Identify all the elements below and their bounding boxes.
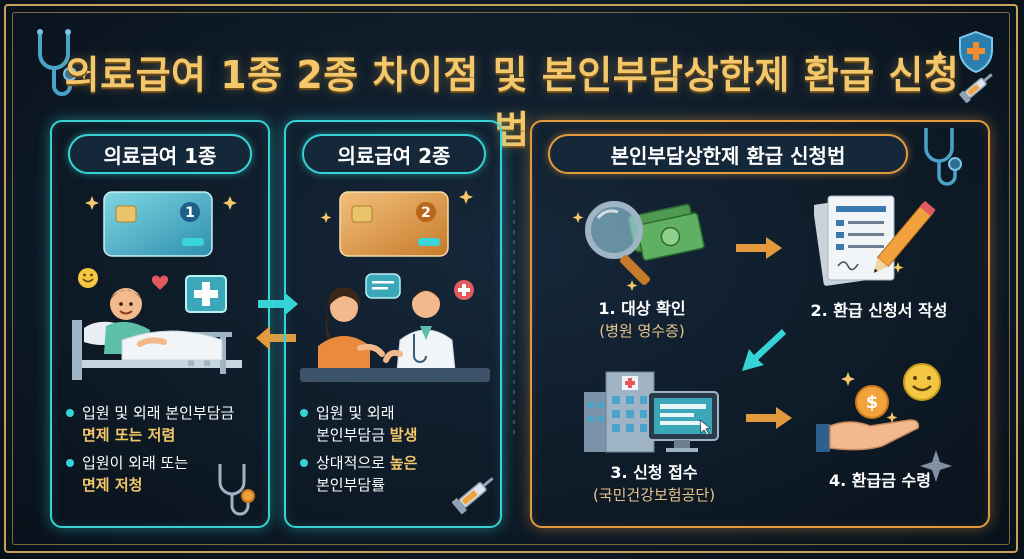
tier2-bullet-2-text: 상대적으로 bbox=[316, 454, 386, 472]
tier2-bullet-1-highlight: 발생 bbox=[389, 426, 418, 444]
step-3: 3. 신청 접수 (국민건강보험공단) bbox=[574, 462, 734, 506]
hospital-building-icon bbox=[584, 371, 719, 453]
refund-header: 본인부담상한제 환급 신청법 bbox=[548, 134, 908, 174]
divider bbox=[513, 200, 515, 440]
tier2-bullet-2-line2: 본인부담률 bbox=[316, 476, 386, 494]
tier2-bullets: 입원 및 외래 본인부담금 발생 상대적으로 높은 본인부담률 bbox=[300, 402, 490, 502]
tier1-bullet-2: 입원이 외래 또는 면제 저청 bbox=[66, 452, 270, 496]
tier2-bullet-1: 입원 및 외래 본인부담금 발생 bbox=[300, 402, 490, 446]
svg-text:$: $ bbox=[866, 392, 879, 413]
hospital-bed-icon bbox=[72, 268, 242, 380]
card-number-2: 2 bbox=[421, 205, 431, 221]
magnifier-icon bbox=[585, 201, 705, 286]
step-1: 1. 대상 확인 (병원 영수증) bbox=[572, 298, 712, 342]
bullet-dot bbox=[66, 459, 74, 467]
bullet-dot bbox=[66, 409, 74, 417]
tier2-header: 의료급여 2종 bbox=[302, 134, 486, 174]
inner-frame bbox=[12, 12, 1010, 545]
tier1-bullets: 입원 및 외래 본인부담금 면제 또는 저렴 입원이 외래 또는 면제 저청 bbox=[66, 402, 270, 502]
tier2-bullet-1-line2: 본인부담금 bbox=[316, 426, 386, 444]
stethoscope-icon bbox=[37, 29, 77, 96]
tier2-bullet-1-line1: 입원 및 외래 bbox=[316, 404, 395, 422]
arrow-icon bbox=[256, 292, 298, 350]
bullet-dot bbox=[300, 459, 308, 467]
medical-shield-icon bbox=[959, 30, 993, 74]
step-2: 2. 환급 신청서 작성 bbox=[784, 300, 974, 322]
doctor-consultation-icon bbox=[300, 273, 490, 382]
panel-tier2 bbox=[284, 120, 502, 528]
step-4: 4. 환급금 수령 bbox=[800, 470, 960, 492]
outer-frame bbox=[4, 4, 1018, 553]
arrow-icon bbox=[746, 407, 792, 429]
tier1-bullet-2-text: 입원이 외래 또는 bbox=[82, 454, 189, 472]
step-4-label: 4. 환급금 수령 bbox=[829, 471, 931, 490]
tier1-bullet-1-highlight: 면제 또는 저렴 bbox=[82, 426, 176, 444]
tier2-bullet-2-highlight: 높은 bbox=[389, 454, 418, 472]
syringe-icon bbox=[451, 477, 494, 515]
tier1-bullet-1: 입원 및 외래 본인부담금 면제 또는 저렴 bbox=[66, 402, 270, 446]
step-3-sub: (국민건강보험공단) bbox=[592, 486, 716, 504]
tier1-header: 의료급여 1종 bbox=[68, 134, 252, 174]
stethoscope-icon bbox=[218, 464, 255, 516]
credit-card-icon: 2 bbox=[339, 191, 449, 257]
document-pencil-icon bbox=[814, 195, 936, 286]
card-number-1: 1 bbox=[185, 205, 195, 221]
tier1-bullet-2-highlight: 면제 저청 bbox=[82, 476, 143, 494]
page-title: 의료급여 1종 2종 차이점 및 본인부담상한제 환급 신청법 bbox=[64, 53, 960, 152]
step-1-sub: (병원 영수증) bbox=[599, 322, 685, 340]
credit-card-icon: 1 bbox=[103, 191, 213, 257]
tier2-bullet-2: 상대적으로 높은 본인부담률 bbox=[300, 452, 490, 496]
panel-refund bbox=[530, 120, 990, 528]
step-3-label: 3. 신청 접수 bbox=[610, 463, 698, 482]
step-2-label: 2. 환급 신청서 작성 bbox=[810, 301, 948, 320]
step-1-label: 1. 대상 확인 bbox=[598, 299, 686, 318]
hand-coin-icon: $ bbox=[816, 363, 941, 452]
stethoscope-icon bbox=[924, 128, 962, 186]
panel-tier1 bbox=[50, 120, 270, 528]
syringe-icon bbox=[959, 73, 993, 104]
arrow-icon bbox=[742, 329, 786, 371]
tier1-bullet-1-text: 입원 및 외래 본인부담금 bbox=[82, 404, 235, 422]
arrow-icon bbox=[736, 237, 782, 259]
bullet-dot bbox=[300, 409, 308, 417]
